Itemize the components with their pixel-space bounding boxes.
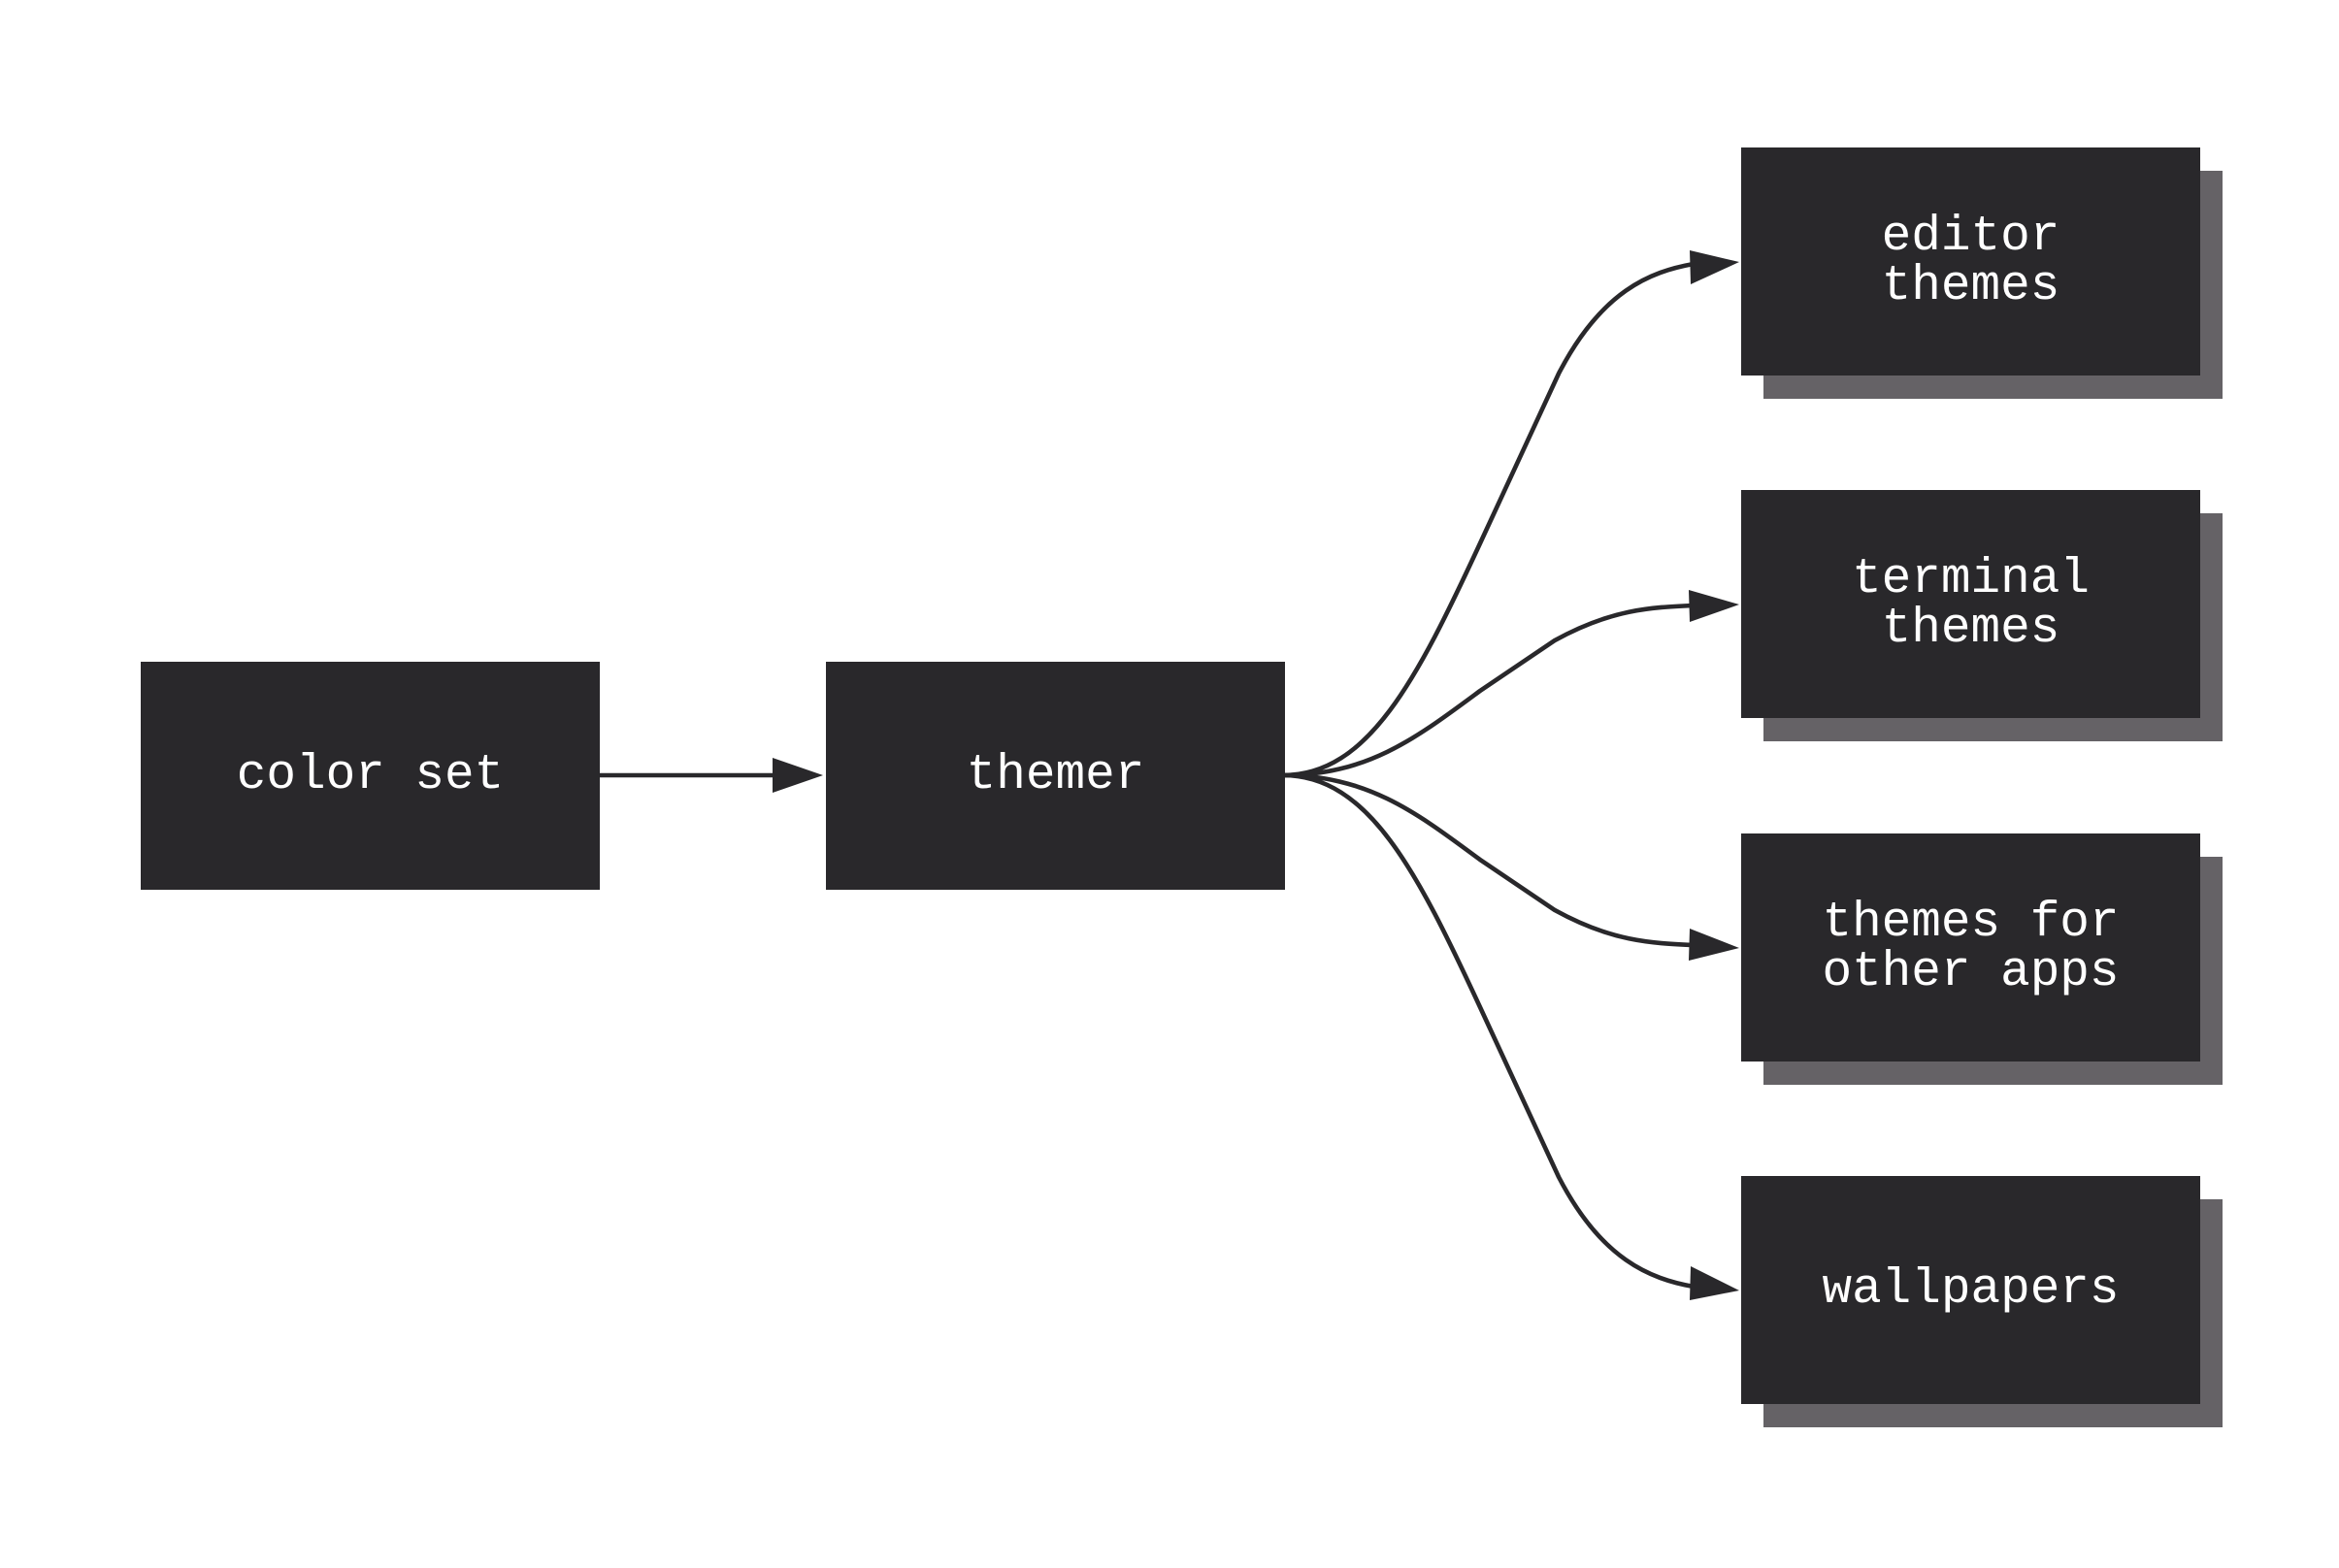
- edge-themer-to-editor-themes: [1282, 261, 1695, 778]
- node-themer: themer: [826, 662, 1285, 890]
- node-label: themer: [966, 748, 1145, 803]
- node-color-set: color set: [141, 662, 600, 890]
- node-editor-themes: editor themes: [1741, 147, 2200, 376]
- arrowhead-editor-themes: [1690, 250, 1739, 284]
- edge-themer-to-wallpapers: [1282, 772, 1695, 1290]
- node-label: themes for other apps: [1822, 895, 2120, 1000]
- node-wallpapers: wallpapers: [1741, 1176, 2200, 1404]
- edge-themer-to-terminal-themes: [1282, 603, 1695, 778]
- node-terminal-themes: terminal themes: [1741, 490, 2200, 718]
- arrowhead-wallpapers: [1690, 1266, 1739, 1300]
- edge-themer-to-other-app-themes: [1282, 772, 1695, 948]
- node-label: terminal themes: [1852, 551, 2090, 657]
- node-label: editor themes: [1881, 209, 2060, 314]
- node-label: color set: [236, 748, 505, 803]
- arrowhead-themer: [773, 758, 823, 793]
- arrowhead-other-app-themes: [1689, 929, 1739, 961]
- arrowhead-terminal-themes: [1689, 590, 1739, 622]
- node-other-app-themes: themes for other apps: [1741, 833, 2200, 1062]
- node-label: wallpapers: [1822, 1262, 2120, 1318]
